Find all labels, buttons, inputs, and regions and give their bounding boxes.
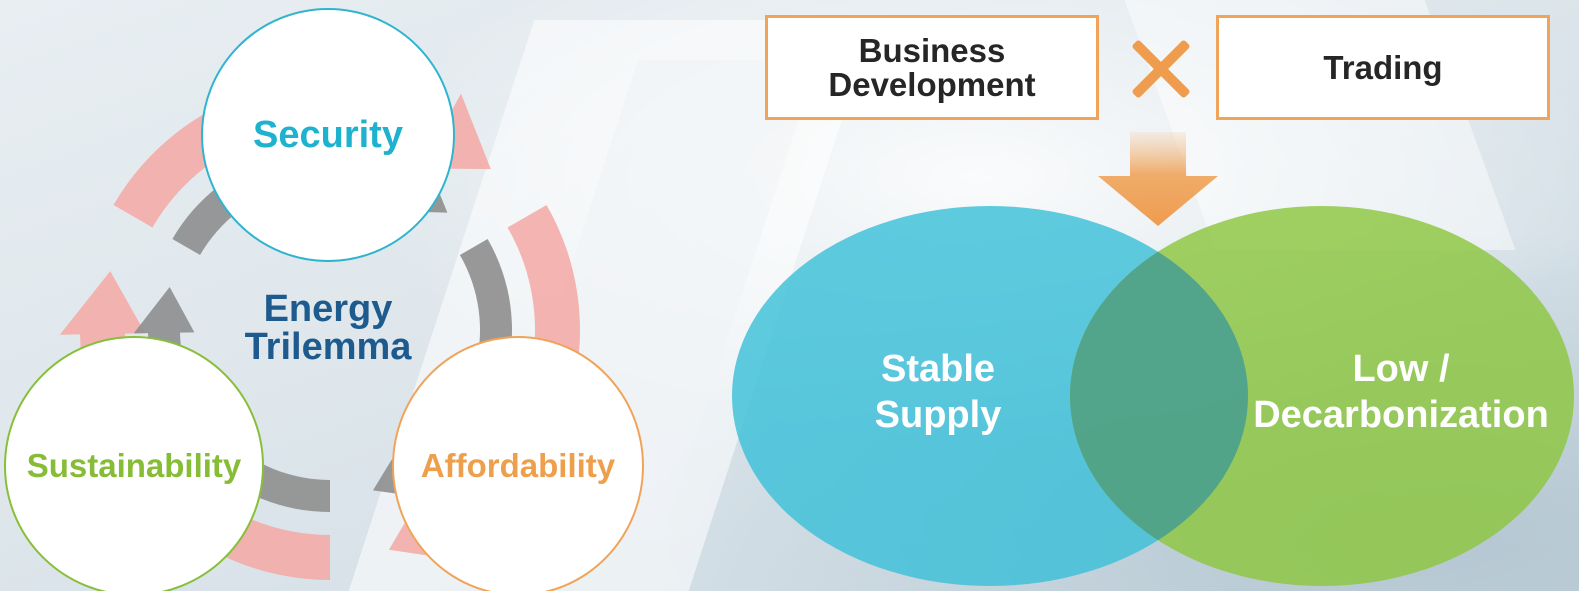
low-decarbonization-line-2: Decarbonization (1253, 394, 1549, 436)
trading-label: Trading (1323, 48, 1443, 86)
low-decarbonization-label: Low / Decarbonization (1236, 346, 1566, 438)
business-development-line-1: Business (858, 31, 1006, 69)
sustainability-circle: Sustainability (4, 336, 264, 591)
security-circle: Security (201, 8, 455, 262)
sustainability-label: Sustainability (26, 447, 242, 484)
business-development-line-2: Development (828, 65, 1036, 103)
energy-trilemma-line-2: Trilemma (244, 326, 412, 368)
venn-overlap (1070, 206, 1248, 586)
business-development-box: Business Development (765, 15, 1099, 120)
arrow-down-icon (1098, 132, 1218, 226)
affordability-label: Affordability (420, 447, 616, 484)
multiply-icon (1130, 38, 1192, 100)
stable-supply-label: Stable Supply (838, 346, 1038, 438)
stable-supply-line-2: Supply (874, 394, 1002, 436)
affordability-circle: Affordability (392, 336, 644, 591)
stable-supply-line-1: Stable (880, 348, 996, 390)
low-decarbonization-line-1: Low / (1352, 348, 1450, 390)
energy-trilemma-label: Energy Trilemma (228, 290, 428, 366)
security-label: Security (253, 113, 403, 156)
energy-trilemma-line-1: Energy (263, 288, 393, 330)
trading-box: Trading (1216, 15, 1550, 120)
